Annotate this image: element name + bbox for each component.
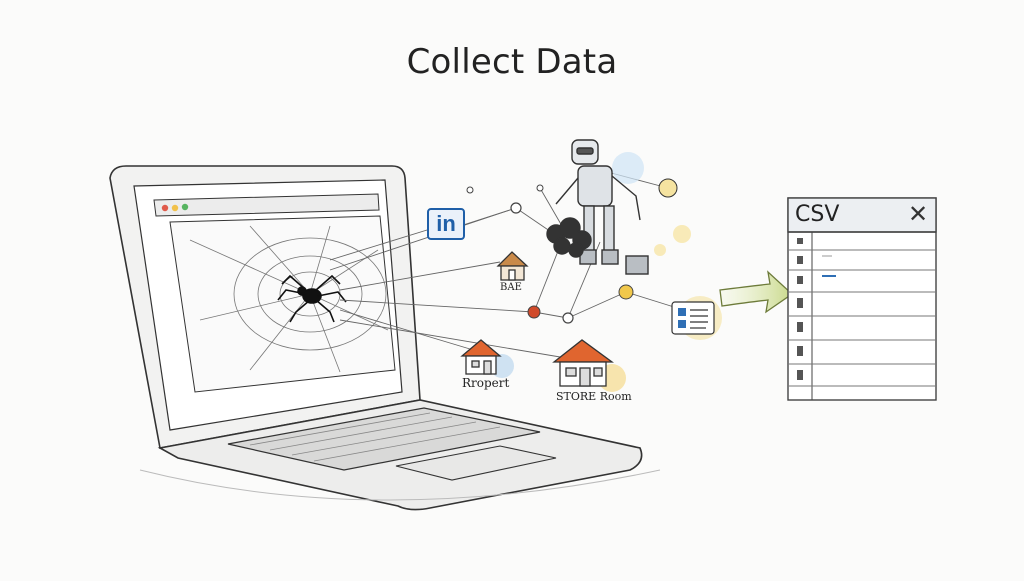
robot-icon — [546, 139, 691, 275]
csv-title: CSV — [795, 202, 840, 227]
data-blob — [546, 217, 592, 258]
spider-web — [189, 225, 389, 373]
page-title: Collect Data — [406, 42, 618, 82]
keyboard-rows — [249, 412, 501, 462]
laptop-shadow — [139, 469, 661, 501]
close-icon[interactable]: ✕ — [907, 200, 929, 228]
csv-row-icons — [797, 238, 803, 380]
csv-panel — [787, 197, 937, 401]
browser-dot-green — [181, 203, 189, 211]
house-left-label: Rropert — [462, 376, 510, 390]
house-right-label: STORE Room — [556, 390, 632, 403]
csv-rows — [788, 249, 936, 387]
browser-page — [169, 215, 396, 393]
linkedin-icon-text: in — [436, 211, 456, 236]
house-icon — [460, 339, 514, 378]
spider-icon — [277, 274, 347, 323]
laptop-keyboard — [227, 407, 541, 471]
document-icon — [671, 296, 722, 340]
house-icon — [496, 251, 529, 281]
browser-bar — [153, 193, 380, 217]
browser-dot-red — [161, 204, 169, 212]
arrow-icon — [719, 270, 794, 314]
laptop-trackpad — [395, 445, 557, 481]
browser-dot-yellow — [171, 204, 179, 212]
linkedin-icon — [427, 208, 465, 240]
network-nodes — [466, 184, 634, 324]
laptop — [109, 165, 661, 511]
house-icon — [552, 339, 626, 392]
house-small-label: BAE — [500, 282, 522, 293]
